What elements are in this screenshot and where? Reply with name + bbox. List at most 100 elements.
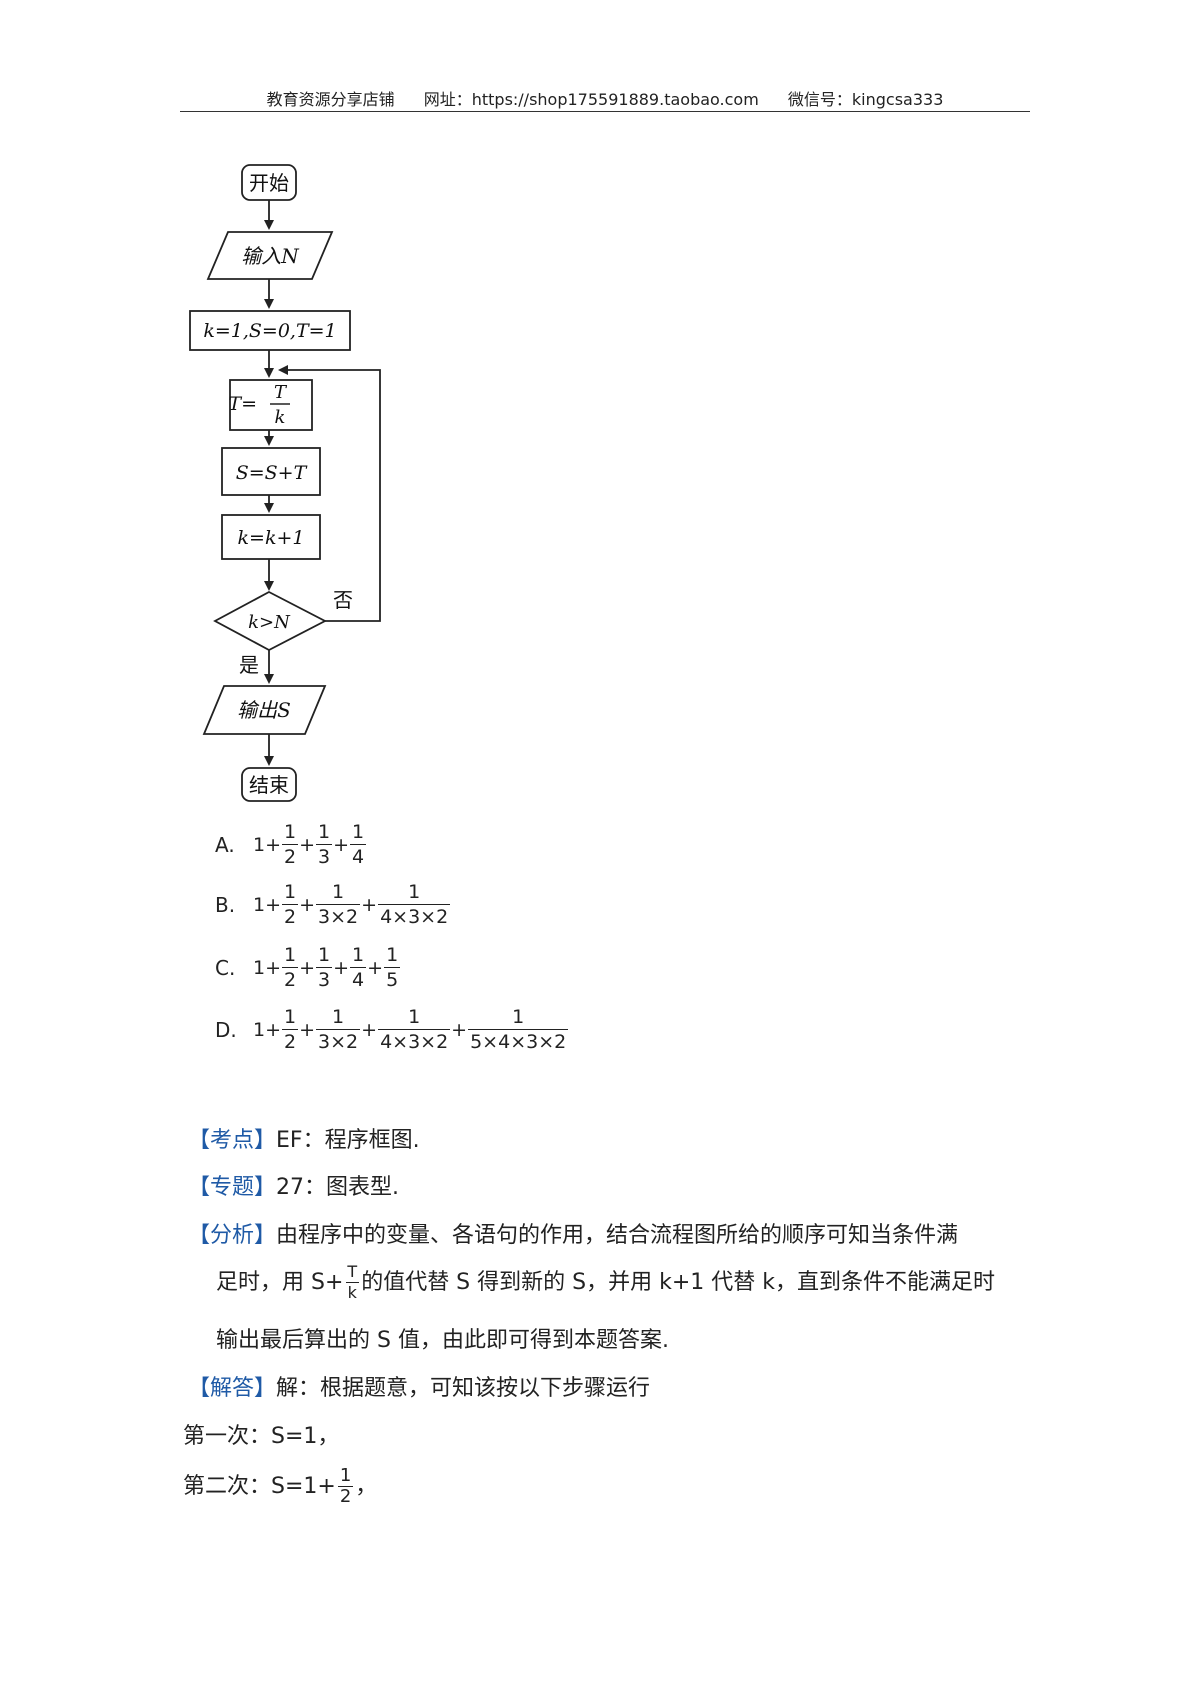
plus-sign: + — [299, 956, 316, 979]
fraction-denominator: 4×3×2 — [378, 1029, 451, 1053]
option-lead: 1+ — [253, 956, 282, 979]
no-label: 否 — [333, 588, 353, 612]
jieda-text: 解：根据题意，可知该按以下步骤运行 — [276, 1376, 651, 1401]
plus-sign: + — [361, 1018, 378, 1041]
wechat-id: 微信号：kingcsa333 — [787, 90, 944, 109]
t-update-box — [229, 379, 313, 431]
fenxi-text-3: 输出最后算出的 S 值，由此即可得到本题答案. — [216, 1328, 669, 1353]
fraction-denominator: 3 — [316, 967, 333, 991]
option-lead: 1+ — [253, 893, 282, 916]
fraction-denominator: 2 — [282, 1029, 299, 1053]
fraction-numerator: 1 — [332, 881, 345, 903]
t-assign-label: T= — [228, 393, 257, 415]
step-2-text-b: ， — [355, 1473, 378, 1499]
fraction-numerator: 1 — [408, 881, 421, 903]
output-parallelogram — [202, 685, 327, 735]
plus-sign: + — [299, 833, 316, 856]
option-letter: A. — [215, 832, 235, 857]
zhuanti-tag: 【专题】 — [188, 1175, 277, 1200]
k-update-box — [221, 514, 321, 560]
zhuanti-line: 【专题】27：图表型. — [188, 1173, 399, 1203]
step-1: 第一次：S=1， — [183, 1422, 339, 1452]
fraction-numerator: 1 — [318, 944, 331, 966]
fraction-denominator: 4 — [350, 967, 367, 991]
step-2-text-a: 第二次：S=1+ — [183, 1473, 336, 1499]
site-url: 网址：https://shop175591889.taobao.com — [423, 90, 759, 109]
zhuanti-text: 27：图表型. — [276, 1175, 400, 1200]
t-frac-num: T — [274, 382, 288, 403]
input-label: 输入N — [241, 244, 300, 268]
fraction-numerator: 1 — [284, 881, 297, 903]
init-box — [189, 310, 351, 351]
flowchart: 开始 输入N k=1,S=0,T=1 T= T k S=S+T k=k+1 k>… — [189, 164, 381, 802]
fenxi-text-2a: 足时，用 S+ — [216, 1269, 344, 1295]
fraction-denominator: 2 — [282, 844, 299, 868]
shop-name: 教育资源分享店铺 — [266, 90, 395, 109]
input-parallelogram — [206, 231, 334, 280]
k-update-label: k=k+1 — [238, 527, 305, 549]
fraction-numerator: 1 — [352, 821, 365, 843]
option-letter: C. — [215, 955, 236, 980]
fraction-numerator: 1 — [284, 1006, 297, 1028]
fenxi-frac-den: k — [345, 1282, 359, 1302]
fraction-numerator: 1 — [332, 1006, 345, 1028]
yes-label: 是 — [239, 653, 259, 677]
plus-sign: + — [299, 893, 316, 916]
jieda-tag: 【解答】 — [188, 1376, 277, 1401]
plus-sign: + — [333, 956, 350, 979]
fraction-denominator: 2 — [282, 967, 299, 991]
page-header: 教育资源分享店铺 网址：https://shop175591889.taobao… — [180, 86, 1030, 110]
fenxi-line-1: 【分析】由程序中的变量、各语句的作用，结合流程图所给的顺序可知当条件满 — [188, 1221, 958, 1251]
fraction-denominator: 3 — [316, 844, 333, 868]
fraction-denominator: 4 — [350, 844, 367, 868]
fraction-numerator: 1 — [386, 944, 399, 966]
fraction-denominator: 5×4×3×2 — [468, 1029, 569, 1053]
plus-sign: + — [451, 1018, 468, 1041]
s-update-box — [221, 447, 321, 496]
plus-sign: + — [333, 833, 350, 856]
fraction-denominator: 5 — [384, 967, 401, 991]
start-label: 开始 — [249, 171, 289, 195]
plus-sign: + — [367, 956, 384, 979]
fraction-numerator: 1 — [408, 1006, 421, 1028]
fenxi-text-2b: 的值代替 S 得到新的 S，并用 k+1 代替 k，直到条件不能满足时 — [361, 1269, 995, 1295]
plus-sign: + — [361, 893, 378, 916]
fraction-numerator: 1 — [284, 821, 297, 843]
plus-sign: + — [299, 1018, 316, 1041]
fraction-numerator: 1 — [352, 944, 365, 966]
fenxi-fraction: T k — [345, 1262, 359, 1303]
fenxi-tag: 【分析】 — [188, 1223, 277, 1248]
fenxi-line-2: 足时，用 S+ T k 的值代替 S 得到新的 S，并用 k+1 代替 k，直到… — [216, 1262, 995, 1303]
condition-label: k>N — [248, 612, 291, 633]
fraction-denominator: 3×2 — [316, 1029, 361, 1053]
step-1-text: 第一次：S=1， — [183, 1424, 340, 1449]
fenxi-line-3: 输出最后算出的 S 值，由此即可得到本题答案. — [216, 1326, 669, 1356]
fenxi-text-1: 由程序中的变量、各语句的作用，结合流程图所给的顺序可知当条件满 — [276, 1223, 959, 1248]
kaodian-line: 【考点】EF：程序框图. — [188, 1126, 420, 1156]
loop-back-arrow — [278, 365, 381, 622]
step-2: 第二次：S=1+ 1 2 ， — [183, 1466, 377, 1507]
fraction-numerator: 1 — [284, 944, 297, 966]
step-2-num: 1 — [339, 1465, 352, 1486]
option-lead: 1+ — [253, 833, 282, 856]
option-letter: B. — [215, 892, 236, 917]
kaodian-text: EF：程序框图. — [276, 1128, 420, 1153]
